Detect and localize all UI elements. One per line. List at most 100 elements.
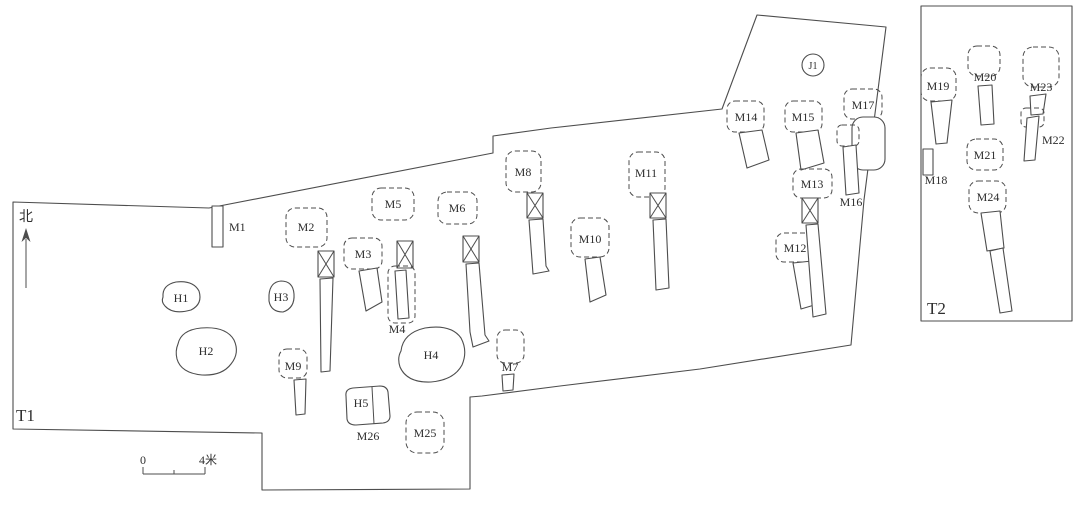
H4-label: H4 bbox=[424, 348, 439, 362]
M21-label: M21 bbox=[974, 148, 997, 162]
feature-M22: M22 bbox=[1020, 107, 1065, 162]
M11-burial-marker bbox=[649, 192, 667, 219]
M22-label: M22 bbox=[1042, 133, 1065, 147]
M2-shaft bbox=[319, 277, 334, 373]
feature-M14: M14 bbox=[726, 100, 770, 169]
M10-pit-outline bbox=[570, 217, 610, 258]
feature-M3: M3 bbox=[343, 237, 383, 312]
M23-shaft bbox=[1029, 93, 1047, 116]
M4-shaft bbox=[394, 269, 410, 320]
J1-well-outline bbox=[801, 53, 825, 77]
M11-shaft bbox=[652, 218, 670, 291]
feature-M17: M17 bbox=[843, 88, 886, 171]
feature-H3: H3 bbox=[268, 280, 295, 313]
feature-M10: M10 bbox=[570, 217, 610, 303]
M10-shaft bbox=[584, 256, 607, 303]
M9-label: M9 bbox=[285, 359, 302, 373]
M2-burial-marker bbox=[317, 250, 335, 278]
M8-burial-marker bbox=[526, 192, 544, 219]
M25-pit-outline bbox=[405, 411, 445, 454]
M15-label: M15 bbox=[792, 110, 815, 124]
M5-label: M5 bbox=[385, 197, 402, 211]
M6-label: M6 bbox=[449, 201, 466, 215]
feature-H5: H5 bbox=[345, 385, 391, 426]
M16-shaft bbox=[842, 144, 860, 196]
M8-shaft bbox=[528, 218, 550, 275]
M24-pit-outline bbox=[968, 180, 1007, 214]
M18-shaft bbox=[922, 148, 934, 176]
feature-M21: M21 bbox=[966, 138, 1004, 171]
scale-end-label: 4米 bbox=[199, 453, 217, 467]
M22-shaft bbox=[1023, 115, 1040, 162]
feature-M8: M8 bbox=[505, 150, 550, 275]
M15-shaft bbox=[795, 129, 825, 171]
M2-label: M2 bbox=[298, 220, 315, 234]
M15-pit-outline bbox=[784, 100, 823, 133]
M26-label: M26 bbox=[357, 429, 380, 443]
M17-pit-outline bbox=[843, 88, 883, 120]
H5-pit-outline bbox=[345, 385, 391, 426]
H3-pit-outline bbox=[268, 280, 295, 313]
M17-label: M17 bbox=[852, 98, 875, 112]
M20-label: M20 bbox=[974, 70, 997, 84]
M11-label: M11 bbox=[635, 166, 657, 180]
feature-M5: M5 bbox=[371, 187, 415, 269]
H4-pit-outline bbox=[398, 326, 466, 383]
feature-M11: M11 bbox=[628, 151, 670, 291]
T2-label: T2 bbox=[927, 299, 946, 318]
M13-shaft bbox=[805, 223, 827, 318]
M19-shaft bbox=[930, 99, 953, 145]
feature-H4: H4 bbox=[398, 326, 466, 383]
M2-marker-diag2 bbox=[317, 250, 335, 278]
H1-pit-outline bbox=[161, 281, 201, 313]
feature-H1: H1 bbox=[161, 281, 201, 313]
M4-pit-outline bbox=[387, 265, 416, 324]
M23-pit-outline bbox=[1022, 46, 1060, 88]
M1-shaft bbox=[211, 205, 224, 248]
M13-burial-marker bbox=[801, 197, 819, 224]
H2-label: H2 bbox=[199, 344, 214, 358]
trench-T1-outline bbox=[12, 14, 887, 491]
trench-T2-outline bbox=[920, 5, 1073, 322]
M12-label: M12 bbox=[784, 241, 807, 255]
M9-shaft bbox=[293, 378, 307, 416]
M7-pit-outline bbox=[496, 329, 525, 364]
M6-burial-marker bbox=[462, 235, 480, 263]
M6-shaft bbox=[465, 262, 490, 348]
scale-start-label: 0 bbox=[140, 453, 146, 467]
feature-M15: M15 bbox=[784, 100, 825, 171]
H5-divider-line bbox=[371, 386, 375, 425]
feature-J1: J1 bbox=[801, 53, 825, 77]
M7-label: M7 bbox=[502, 360, 519, 374]
H5-label: H5 bbox=[354, 396, 369, 410]
M23-label: M23 bbox=[1030, 80, 1053, 94]
M16-label: M16 bbox=[840, 195, 863, 209]
T1-label: T1 bbox=[16, 406, 35, 425]
M4-label: M4 bbox=[389, 322, 406, 336]
M20-pit-outline bbox=[967, 45, 1001, 77]
M5-marker-diag2 bbox=[396, 240, 414, 269]
M18-label: M18 bbox=[925, 173, 948, 187]
H2-pit-outline bbox=[175, 327, 237, 376]
feature-M7: M7 bbox=[496, 329, 525, 392]
M14-shaft bbox=[738, 129, 770, 169]
feature-M19: M19 bbox=[920, 67, 957, 145]
M21-pit-outline bbox=[966, 138, 1004, 171]
feature-M9: M9 bbox=[278, 348, 308, 416]
M8-marker-diag2 bbox=[526, 192, 544, 219]
M5-burial-marker bbox=[396, 240, 414, 269]
M2-pit-outline bbox=[285, 207, 328, 248]
north-label: 北 bbox=[19, 209, 33, 225]
M25-label: M25 bbox=[414, 426, 437, 440]
feature-M6: M6 bbox=[437, 191, 490, 348]
feature-M23: M23 bbox=[1022, 46, 1060, 116]
M19-label: M19 bbox=[927, 79, 950, 93]
M3-label: M3 bbox=[355, 247, 372, 261]
feature-M25: M25 bbox=[405, 411, 445, 454]
scale-bar: 0 4米 bbox=[140, 453, 217, 475]
M8-pit-outline bbox=[505, 150, 542, 193]
feature-M24: M24 bbox=[968, 180, 1013, 314]
M8-label: M8 bbox=[515, 165, 532, 179]
